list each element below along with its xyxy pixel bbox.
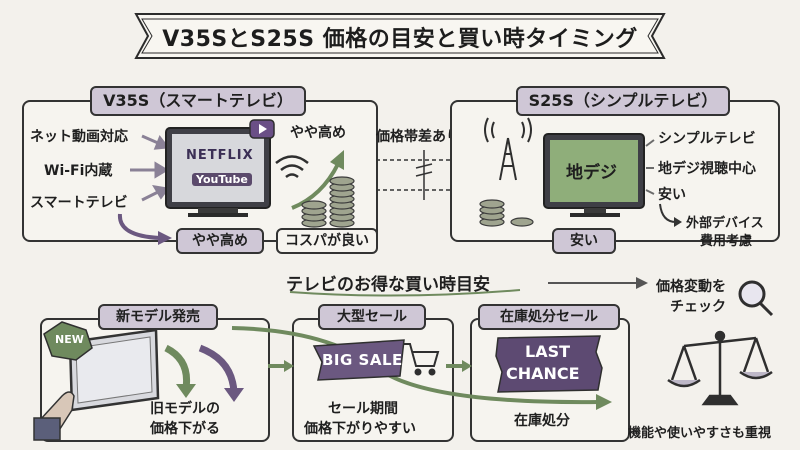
external-device-note-line1: 外部デバイス — [686, 216, 764, 231]
heading-underline — [289, 289, 521, 297]
stage-clearance-header: 在庫処分セール — [478, 304, 620, 330]
s25s-header: S25S（シンプルテレビ） — [516, 86, 730, 116]
down-arrow-purple — [198, 344, 238, 393]
clearance-caption: 在庫処分 — [514, 413, 570, 429]
stage-new-model-header: 新モデル発売 — [98, 304, 218, 330]
magnifier-icon — [738, 280, 774, 317]
banner-frame — [134, 13, 666, 59]
check-line2: チェック — [670, 299, 726, 315]
s25s-feature-simple: シンプルテレビ — [658, 131, 756, 147]
rising-arrow — [291, 163, 340, 210]
coin-stack-icon — [301, 176, 355, 228]
new-model-caption-line2: 価格下がる — [150, 421, 220, 437]
big-sale-caption-line2: 価格下がりやすい — [304, 421, 416, 437]
big-sale-banner-icon — [312, 339, 405, 381]
s25s-feature-arrows — [645, 139, 655, 195]
v35s-curve-arrow — [117, 213, 161, 240]
page-title: V35SとS25S 価格の目安と買い時タイミング — [162, 27, 638, 52]
v35s-feature-wifi: Wi-Fi内蔵 — [44, 163, 113, 179]
v35s-feature-smart: スマートテレビ — [30, 195, 128, 211]
new-model-caption-line1: 旧モデルの — [150, 401, 220, 417]
external-device-note-line2: 費用考慮 — [700, 234, 753, 249]
last-chance-line1: LAST — [525, 342, 571, 361]
s25s-screen-text: 地デジ — [566, 163, 617, 183]
netflix-logo: NETFLIX — [186, 148, 254, 163]
balance-scale-icon — [667, 330, 773, 406]
s25s-feature-terrestrial: 地デジ視聴中心 — [658, 161, 756, 177]
check-line1: 価格変動を — [656, 279, 726, 295]
coin-icon — [479, 199, 534, 227]
antenna-tower-icon — [484, 117, 532, 181]
last-chance-line2: CHANCE — [506, 364, 580, 383]
down-arrow-green — [164, 344, 191, 389]
shopping-cart-icon — [404, 343, 440, 376]
v35s-price-tag: やや高め — [176, 228, 264, 254]
wifi-icon — [275, 155, 309, 179]
v35s-header: V35S（スマートテレビ） — [90, 86, 306, 116]
new-tv-icon — [68, 328, 160, 412]
s25s-feature-cheap: 安い — [658, 187, 686, 203]
smart-tv-icon — [165, 127, 271, 217]
external-device-arrow — [659, 203, 677, 223]
play-icon — [249, 119, 275, 139]
big-sale-text: BIG SALE — [322, 351, 403, 369]
v35s-price-note: やや高め — [290, 125, 346, 141]
new-badge-text: NEW — [55, 333, 84, 346]
stage-big-sale-header: 大型セール — [318, 304, 426, 330]
simple-tv-icon — [543, 133, 645, 217]
title-banner: V35SとS25S 価格の目安と買い時タイミング — [130, 10, 670, 62]
new-badge-icon — [43, 321, 93, 361]
balance-caption: 機能や使いやすさも重視 — [628, 426, 772, 441]
big-sale-caption-line1: セール期間 — [328, 401, 398, 417]
s25s-price-tag: 安い — [552, 228, 616, 254]
v35s-value-tag: コスパが良い — [276, 228, 378, 254]
last-chance-banner-icon — [495, 335, 603, 393]
hand-icon — [33, 391, 75, 441]
youtube-logo: YouTube — [192, 173, 252, 186]
v35s-feature-streaming: ネット動画対応 — [30, 129, 128, 145]
price-gap-label: 価格帯差あり — [376, 129, 460, 145]
timing-heading: テレビのお得な買い時目安 — [286, 275, 490, 295]
feature-arrows — [130, 134, 170, 202]
